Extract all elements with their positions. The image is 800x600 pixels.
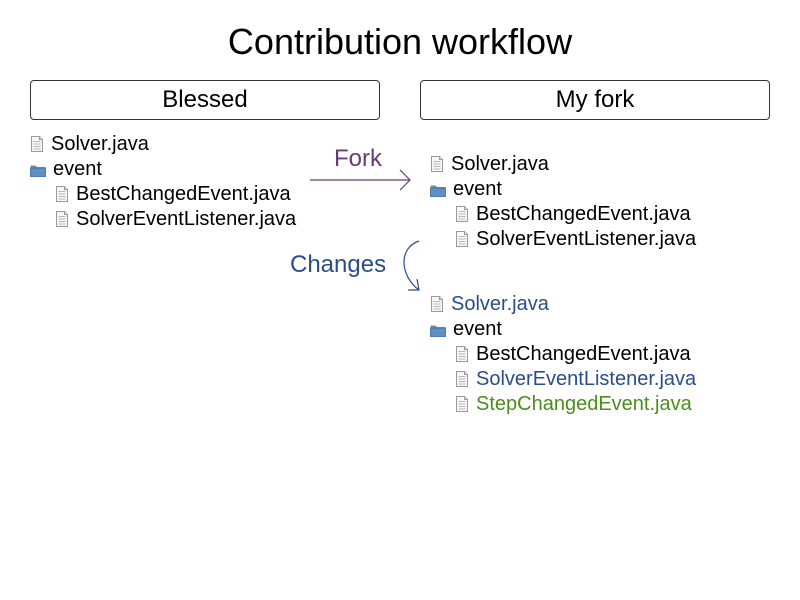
file-icon: [455, 346, 469, 362]
folder-icon: [430, 183, 446, 197]
item-label: Solver.java: [451, 293, 549, 315]
file-icon: [55, 186, 69, 202]
item-label: Solver.java: [451, 153, 549, 175]
item-label: SolverEventListener.java: [76, 208, 297, 230]
changes-arrow: [403, 240, 420, 291]
item-label: BestChangedEvent.java: [476, 343, 691, 365]
item-label: BestChangedEvent.java: [476, 203, 691, 225]
item-label: BestChangedEvent.java: [76, 183, 291, 205]
item-label: event: [53, 158, 102, 180]
fork-repo-box: My fork: [420, 80, 770, 120]
file-icon: [455, 396, 469, 412]
item-label: event: [453, 318, 502, 340]
changes-label: Changes: [290, 251, 387, 278]
blessed-repo-box: Blessed: [30, 80, 380, 120]
file-item: SolverEventListener.java: [430, 227, 696, 252]
item-label: SolverEventListener.java: [476, 368, 697, 390]
file-item: StepChangedEvent.java: [430, 392, 696, 417]
item-label: Solver.java: [51, 133, 149, 155]
file-item: Solver.java: [430, 152, 696, 177]
item-label: SolverEventListener.java: [476, 228, 697, 250]
file-icon: [30, 136, 44, 152]
fork-heading: My fork: [555, 86, 635, 113]
folder-item: event: [430, 177, 696, 202]
file-icon: [455, 206, 469, 222]
file-icon: [455, 371, 469, 387]
file-item: Solver.java: [430, 292, 696, 317]
file-item: BestChangedEvent.java: [430, 342, 696, 367]
file-icon: [430, 296, 444, 312]
fork-arrow: [310, 169, 411, 191]
file-item: SolverEventListener.java: [430, 367, 696, 392]
fork-label: Fork: [334, 145, 382, 172]
file-icon: [455, 231, 469, 247]
file-icon: [55, 211, 69, 227]
file-item: SolverEventListener.java: [30, 207, 296, 232]
folder-icon: [30, 163, 46, 177]
item-label: StepChangedEvent.java: [476, 393, 692, 415]
folder-icon: [430, 323, 446, 337]
file-icon: [430, 156, 444, 172]
diagram-title: Contribution workflow: [227, 21, 573, 62]
item-label: event: [453, 178, 502, 200]
folder-item: event: [430, 317, 696, 342]
folder-item: event: [30, 157, 296, 182]
file-item: BestChangedEvent.java: [30, 182, 296, 207]
blessed-heading: Blessed: [162, 86, 248, 113]
file-item: Solver.java: [30, 132, 296, 157]
file-item: BestChangedEvent.java: [430, 202, 696, 227]
